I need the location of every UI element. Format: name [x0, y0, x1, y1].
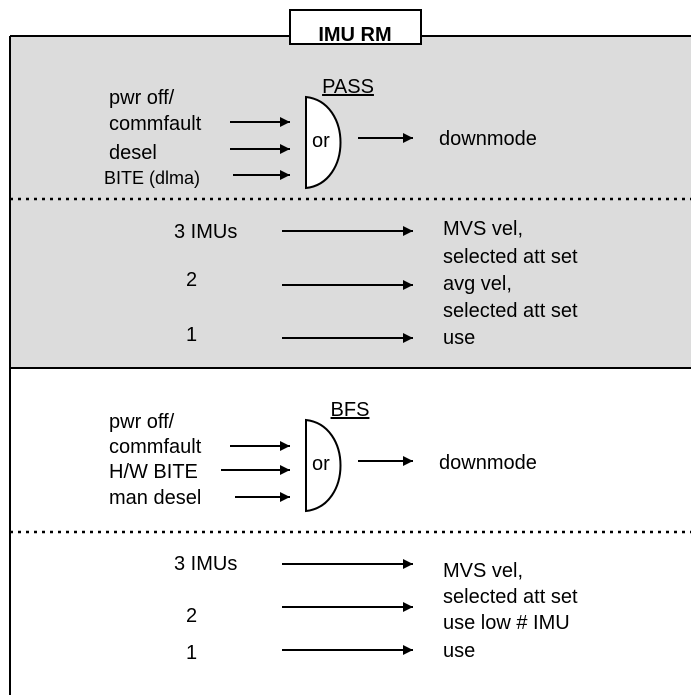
pass-row-1-count: 3 IMUs — [174, 221, 237, 243]
pass-or-gate — [305, 95, 342, 190]
bfs-row-1-result-2: selected att set — [443, 586, 578, 608]
bfs-row-1-count: 3 IMUs — [174, 553, 237, 575]
bfs-row-2-result-1: use low # IMU — [443, 612, 570, 634]
pass-panel — [10, 36, 691, 368]
bfs-output-label: downmode — [439, 452, 537, 474]
pass-row-2-result-2: selected att set — [443, 300, 578, 322]
bfs-input-2: commfault — [109, 436, 202, 458]
bfs-input-4: man desel — [109, 487, 201, 509]
bfs-or-gate — [305, 418, 342, 513]
title-box — [289, 9, 422, 45]
bfs-input-3: H/W BITE — [109, 461, 198, 483]
pass-label: PASS — [322, 76, 374, 98]
pass-row-1-result-2: selected att set — [443, 246, 578, 268]
bfs-input-1: pwr off/ — [109, 411, 175, 433]
diagram-title: IMU RM — [318, 24, 391, 46]
pass-row-2-result-1: avg vel, — [443, 273, 512, 295]
pass-output-label: downmode — [439, 128, 537, 150]
pass-row-3-result-1: use — [443, 327, 475, 349]
pass-row-3-count: 1 — [186, 324, 197, 346]
bfs-row-3-count: 1 — [186, 642, 197, 664]
pass-row-2-count: 2 — [186, 269, 197, 291]
pass-input-2: commfault — [109, 113, 202, 135]
pass-row-1-result-1: MVS vel, — [443, 218, 523, 240]
bfs-row-3-result-1: use — [443, 640, 475, 662]
bfs-label: BFS — [331, 399, 370, 421]
bfs-row-1-result-1: MVS vel, — [443, 560, 523, 582]
bfs-row-2-count: 2 — [186, 605, 197, 627]
pass-input-3: desel — [109, 142, 157, 164]
bfs-gate-label: or — [312, 453, 330, 475]
pass-gate-label: or — [312, 130, 330, 152]
pass-input-4: BITE (dlma) — [104, 168, 200, 188]
pass-input-1: pwr off/ — [109, 87, 175, 109]
